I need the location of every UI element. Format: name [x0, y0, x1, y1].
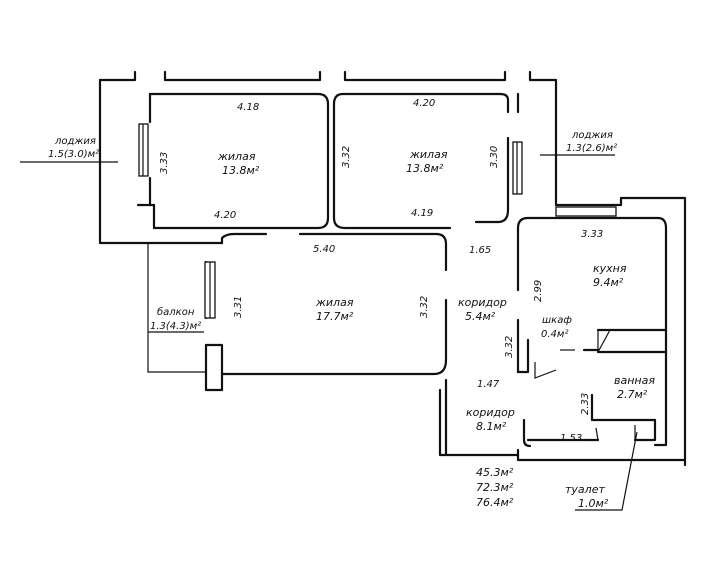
living2-area: 13.8м²	[406, 162, 444, 175]
dim-toilet-width: 1.53	[560, 433, 582, 444]
total-living-area: 45.3м²	[476, 466, 514, 479]
dim-corridor-side: 3.32	[504, 336, 515, 358]
closet-name: шкаф	[542, 315, 572, 326]
dim-living2-top: 4.20	[413, 98, 435, 109]
dim-living1-top: 4.18	[237, 102, 259, 113]
dim-living2-right: 3.30	[489, 146, 500, 168]
dim-living3-top: 5.40	[313, 244, 335, 255]
room-living2-walls	[332, 92, 617, 230]
balcony-area: 1.3(4.3)м²	[150, 321, 201, 332]
living3-name: жилая	[315, 296, 354, 309]
room-bathroom-walls	[522, 328, 668, 448]
dim-living1-bottom: 4.20	[214, 210, 236, 221]
toilet-area: 1.0м²	[578, 497, 609, 510]
dim-kitchen-side: 2.99	[533, 280, 544, 302]
dim-living2-side: 3.32	[341, 146, 352, 168]
outer-walls	[98, 70, 687, 467]
corridor2-area: 8.1м²	[476, 420, 507, 433]
room-kitchen-walls	[516, 216, 668, 374]
dim-living2-bottom: 4.19	[411, 208, 433, 219]
dim-living3-right: 3.32	[419, 296, 430, 318]
toilet-name: туалет	[565, 483, 605, 496]
total-full-area: 76.4м²	[476, 496, 514, 509]
dim-kitchen-top: 3.33	[581, 229, 603, 240]
living1-area: 13.8м²	[222, 164, 260, 177]
loggia-left-area: 1.5(3.0)м²	[48, 149, 99, 160]
loggia-right-name: лоджия	[571, 130, 613, 141]
kitchen-name: кухня	[593, 262, 627, 275]
loggia-left-name: лоджия	[54, 136, 96, 147]
loggia-right-area: 1.3(2.6)м²	[566, 143, 617, 154]
dim-living3-left: 3.31	[233, 296, 244, 318]
dim-corridor2-width: 1.47	[477, 379, 500, 390]
balcony-name: балкон	[157, 306, 195, 318]
room-living3-walls	[147, 232, 448, 392]
living3-area: 17.7м²	[316, 310, 354, 323]
bathroom-area: 2.7м²	[617, 388, 648, 401]
kitchen-area: 9.4м²	[593, 276, 624, 289]
living2-name: жилая	[409, 148, 448, 161]
dim-corridor-width: 1.65	[469, 245, 491, 256]
corridor2-name: коридор	[466, 406, 515, 419]
room-corridor-walls	[444, 338, 575, 457]
dim-living1-side: 3.33	[159, 152, 170, 174]
living1-name: жилая	[217, 150, 256, 163]
corridor1-name: коридор	[458, 296, 507, 309]
dim-bath-side: 2.33	[580, 393, 591, 415]
corridor1-area: 5.4м²	[465, 310, 496, 323]
room-living1-walls	[136, 92, 330, 230]
total-area: 72.3м²	[476, 481, 514, 494]
closet-area: 0.4м²	[541, 329, 568, 340]
bathroom-name: ванная	[614, 374, 655, 387]
